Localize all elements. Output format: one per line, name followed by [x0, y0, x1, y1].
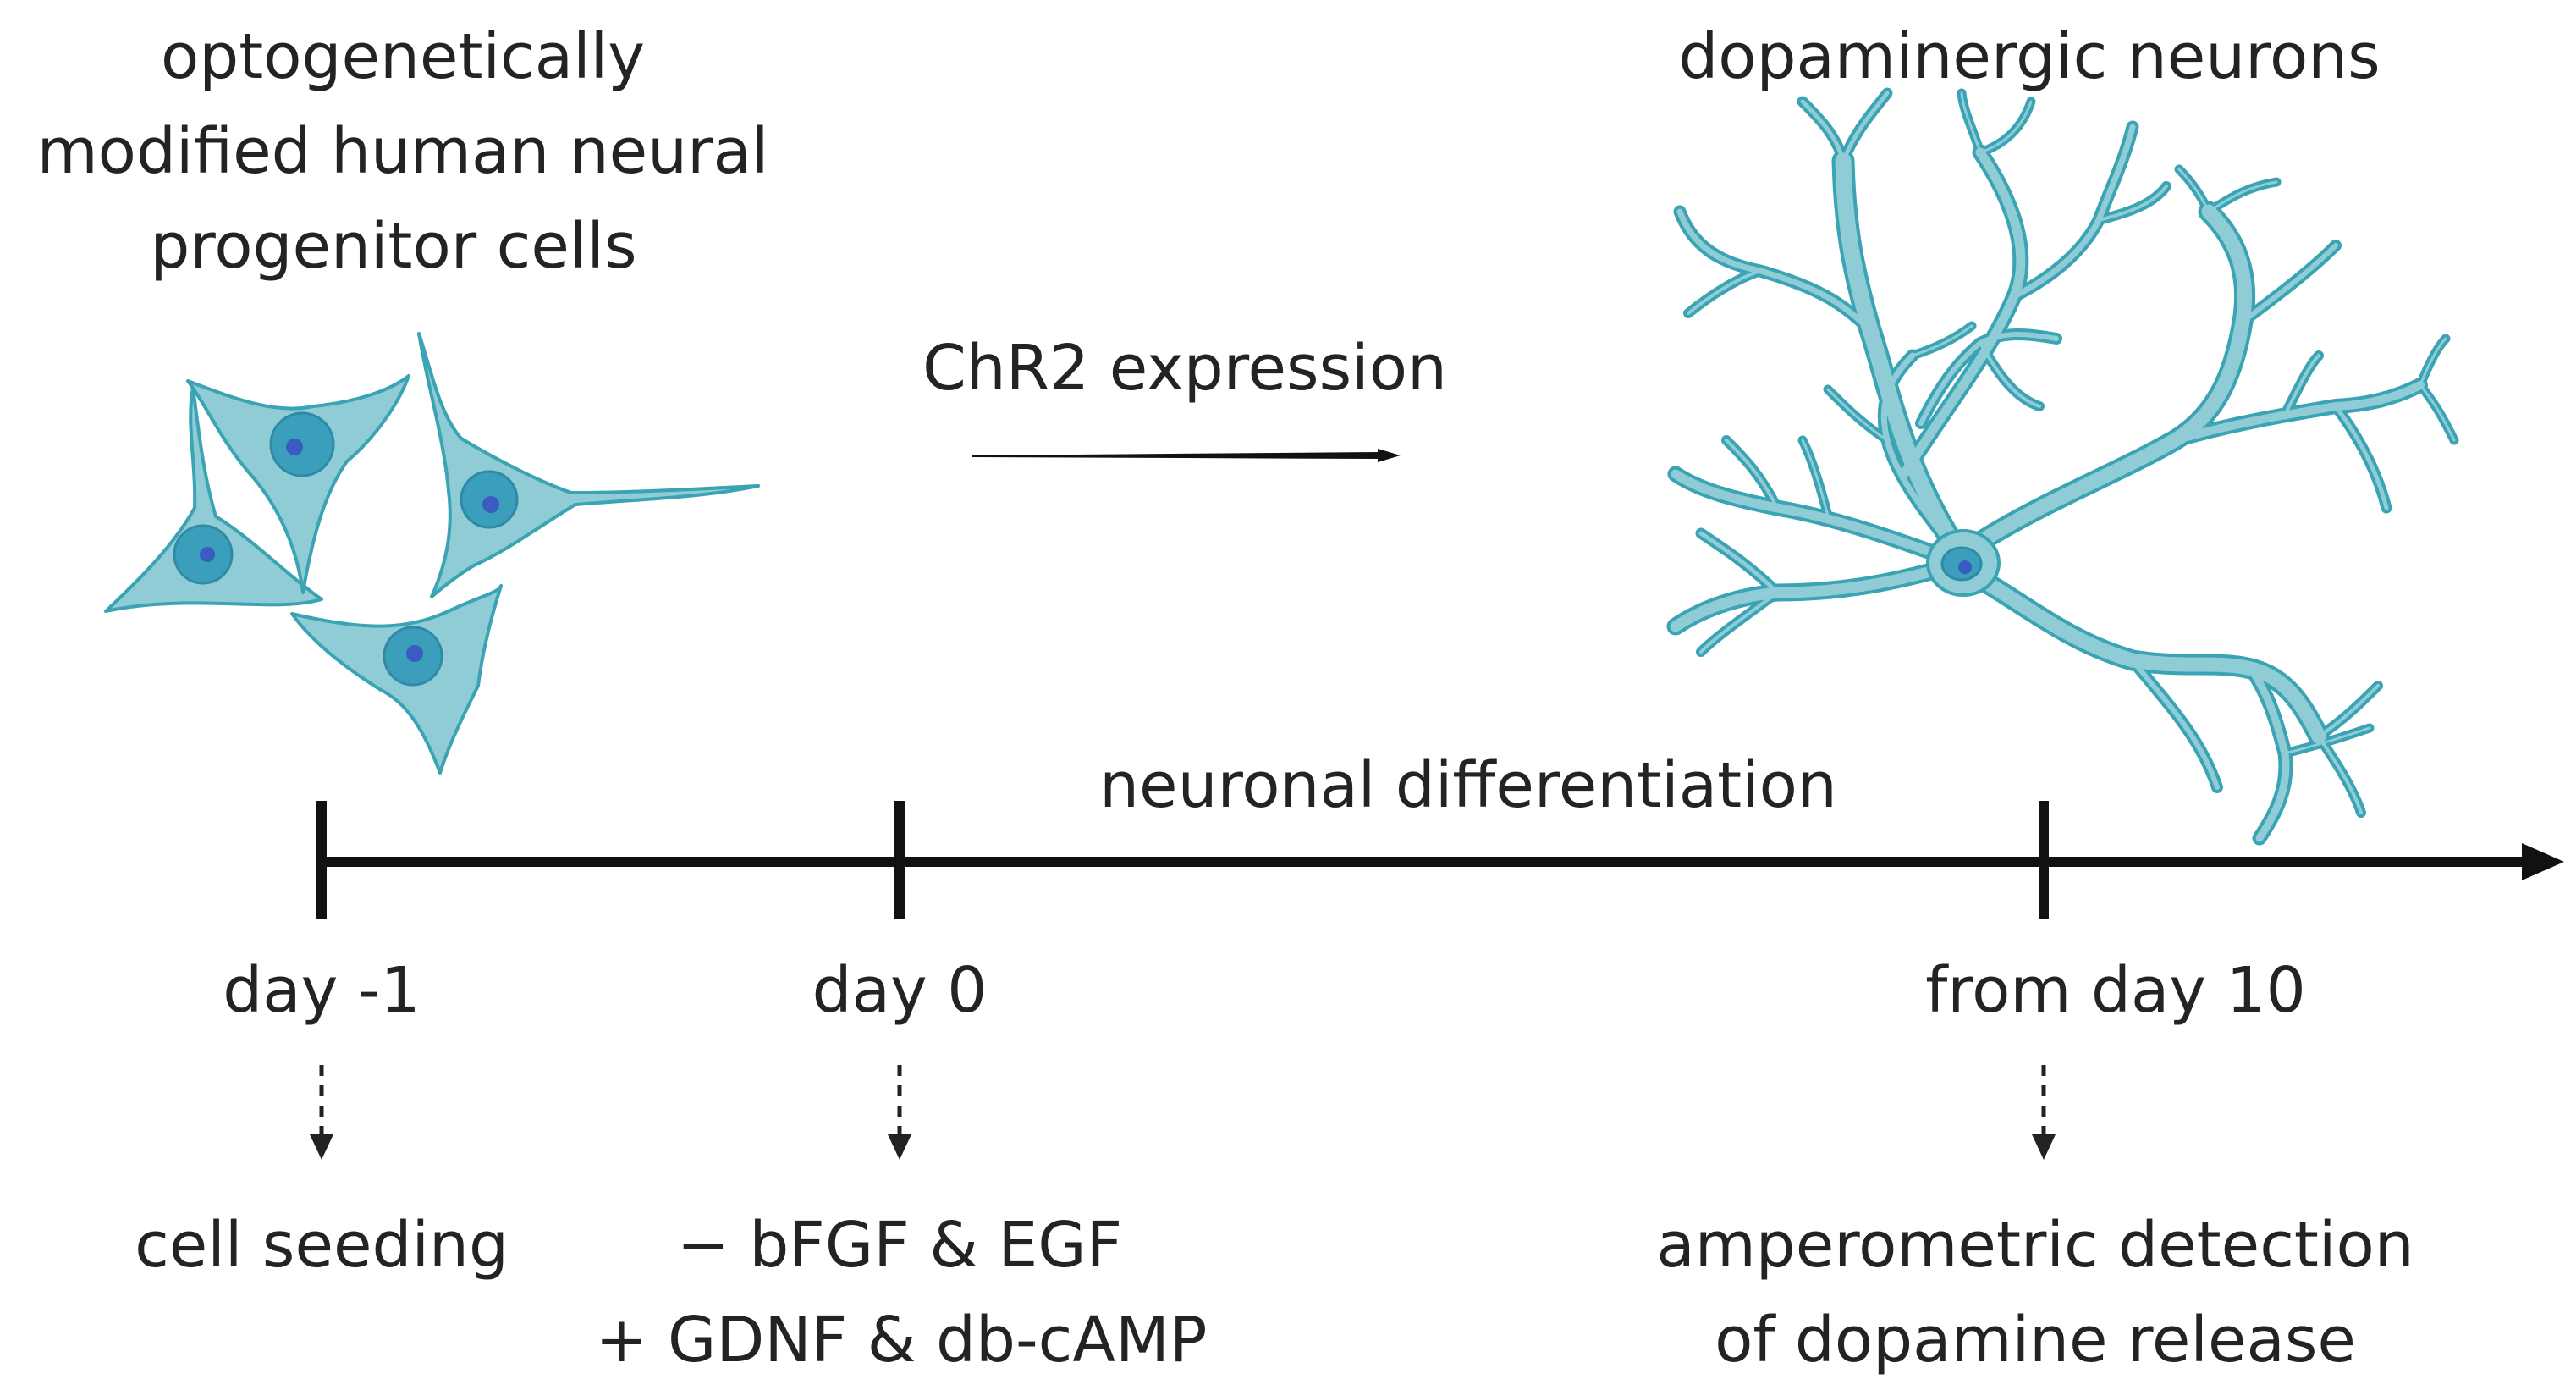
dendrite-fill: [1670, 561, 1952, 632]
dendrite-outline: [2330, 400, 2392, 514]
step-action-line1: − bFGF & EGF: [677, 1209, 1122, 1282]
dendrite-fill: [2171, 381, 2425, 444]
dendrite-fill: [1826, 388, 1889, 442]
step-day-label: from day 10: [1925, 954, 2306, 1027]
neurons-label: dopaminergic neurons: [1678, 20, 2380, 93]
progenitor-cell: [104, 386, 323, 613]
step-action-line1: cell seeding: [135, 1209, 509, 1282]
dendrite-fill: [1801, 439, 1830, 518]
dendrite-fill: [1960, 91, 1982, 154]
progenitor-label-line3: progenitor cells: [150, 210, 636, 283]
dendrite-fill: [2419, 383, 2456, 442]
progenitor-cell: [417, 332, 760, 598]
dendrite-fill: [1800, 99, 1846, 163]
dendrite-fill: [1979, 100, 2033, 154]
progenitor-cell: [290, 584, 503, 775]
progenitor-cell: [186, 374, 410, 594]
dendrite-fill: [2207, 180, 2278, 213]
chr2-arrow: [972, 449, 1401, 462]
dendrite-fill: [1687, 269, 1762, 315]
dendrite-fill: [2419, 337, 2447, 387]
neuron-nucleolus: [1958, 560, 1972, 574]
step-day-label: day -1: [223, 954, 420, 1027]
dendrite-outline: [1975, 97, 2036, 157]
dendrite-fill: [2317, 684, 2380, 738]
dendrite-fill: [1979, 341, 2041, 408]
step-day-label: day 0: [812, 954, 988, 1027]
dendrite-fill: [2130, 658, 2220, 790]
timeline-step: from day 10 amperometric detection of do…: [1656, 954, 2414, 1376]
progenitor-label-line1: optogenetically: [161, 20, 645, 93]
dendrite-fill: [2177, 168, 2210, 213]
dendrite-fill: [2283, 354, 2320, 416]
differentiation-label: neuronal differentiation: [1099, 749, 1837, 822]
timeline: [316, 801, 2564, 919]
dendrite-outline: [2204, 177, 2282, 217]
dendrite-fill: [2283, 726, 2371, 755]
dendrite-fill: [2240, 243, 2338, 324]
dendrite-fill: [2317, 735, 2363, 814]
dendrite-fill: [1911, 324, 1973, 357]
dendrite-fill: [2097, 185, 2168, 222]
timeline-step: day -1 cell seeding: [135, 954, 509, 1282]
timeline-arrowhead: [2522, 843, 2564, 880]
progenitor-cells-illustration: [104, 332, 760, 775]
step-action-line2: + GDNF & db-cAMP: [596, 1304, 1208, 1376]
dendrite-fill: [1973, 204, 2253, 549]
dendrite-fill: [1981, 576, 2326, 744]
dendrite-fill: [1671, 469, 1943, 560]
dopaminergic-neuron-illustration: [1666, 87, 2459, 846]
step-action-line2: of dopamine release: [1715, 1304, 2356, 1376]
dendrite-fill: [1725, 439, 1779, 510]
progenitor-label-line2: modified human neural: [37, 115, 769, 188]
dendrite-fill: [1835, 152, 1972, 567]
step-action-line1: amperometric detection: [1656, 1209, 2414, 1282]
dendrite-fill: [1698, 531, 1780, 595]
dendrite-fill: [2333, 404, 2389, 510]
dendrite-fill: [1841, 91, 1890, 163]
timeline-step: day 0 − bFGF & EGF + GDNF & db-cAMP: [596, 954, 1208, 1376]
dendrite-fill: [1699, 591, 1779, 654]
chr2-label: ChR2 expression: [922, 332, 1447, 405]
